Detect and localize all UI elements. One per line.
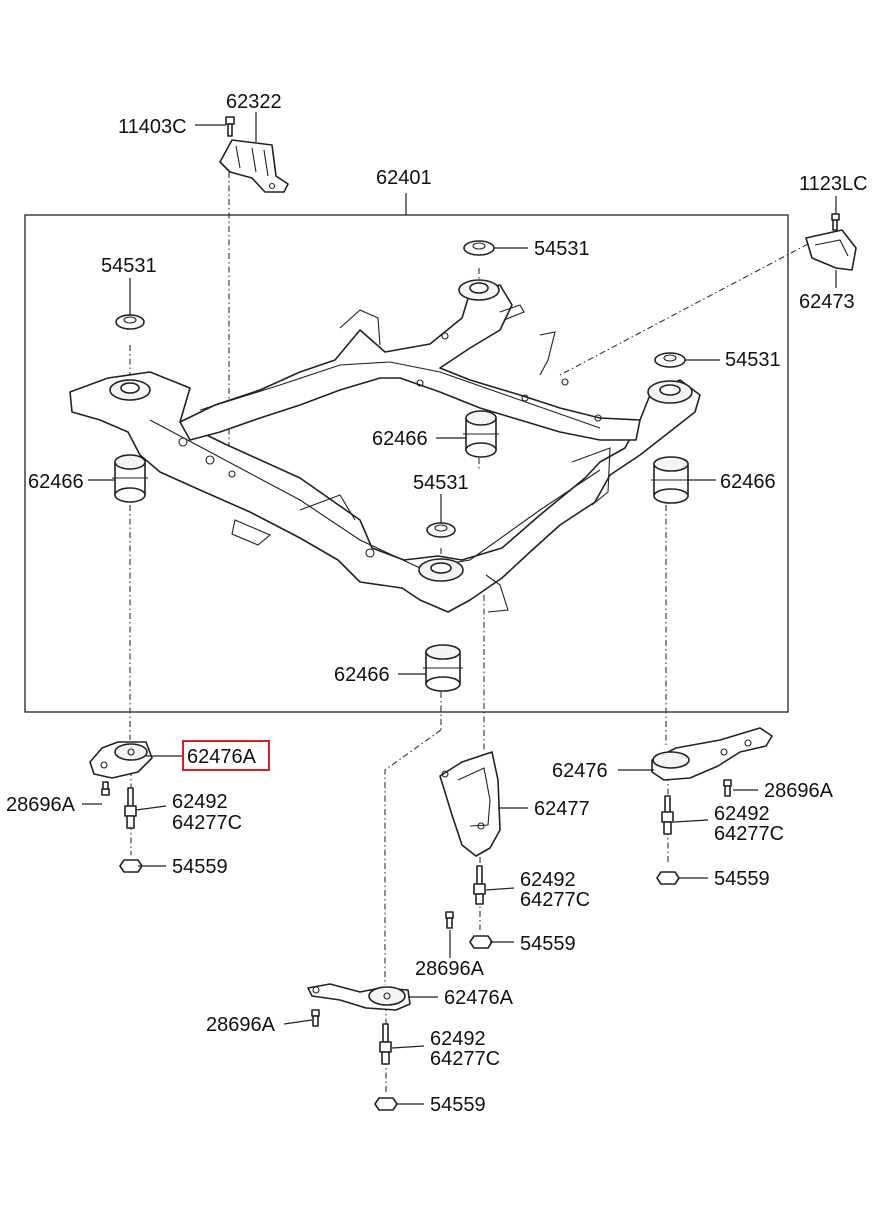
label-54559-mid[interactable]: 54559 <box>520 933 576 955</box>
washer-54531-left <box>115 314 145 330</box>
label-62322[interactable]: 62322 <box>226 91 282 113</box>
bolt-28696A-mid <box>445 911 454 929</box>
label-62401[interactable]: 62401 <box>376 167 432 189</box>
label-28696A-mid[interactable]: 28696A <box>415 958 485 980</box>
washer-54531-center <box>426 522 456 538</box>
nut-54559-bottom <box>374 1097 398 1111</box>
leader-lines <box>82 112 837 1105</box>
label-62466-center[interactable]: 62466 <box>372 428 428 450</box>
label-64277C-left[interactable]: 64277C <box>172 812 242 834</box>
label-54531-left[interactable]: 54531 <box>101 255 157 277</box>
nut-54559-mid <box>469 935 493 949</box>
bolt-28696A-left <box>101 781 110 796</box>
label-11403C[interactable]: 11403C <box>118 116 187 138</box>
label-64277C-bottom[interactable]: 64277C <box>430 1048 500 1070</box>
bolt-62492-mid <box>473 865 486 905</box>
bushing-62466-center <box>463 410 499 458</box>
label-62477[interactable]: 62477 <box>534 798 590 820</box>
bracket-62322 <box>219 139 289 193</box>
label-62466-left[interactable]: 62466 <box>28 471 84 493</box>
label-62473[interactable]: 62473 <box>799 291 855 313</box>
bolt-62492-bottom <box>379 1023 392 1065</box>
label-62492-bottom[interactable]: 62492 <box>430 1028 486 1050</box>
mount-62476A-bottom <box>307 983 411 1011</box>
bushing-62466-bottom <box>423 644 463 692</box>
bracket-62477 <box>439 751 501 857</box>
label-62466-right[interactable]: 62466 <box>720 471 776 493</box>
label-64277C-mid[interactable]: 64277C <box>520 889 590 911</box>
highlight-box-62476A <box>182 740 270 771</box>
label-62492-mid[interactable]: 62492 <box>520 869 576 891</box>
bolt-1123LC <box>831 213 840 231</box>
label-62466-bottom[interactable]: 62466 <box>334 664 390 686</box>
mount-62476A-left <box>89 741 153 779</box>
label-54559-right[interactable]: 54559 <box>714 868 770 890</box>
label-1123LC[interactable]: 1123LC <box>799 173 868 195</box>
label-62476A-bottom[interactable]: 62476A <box>444 987 514 1009</box>
subframe-62401 <box>69 279 701 613</box>
bolt-11403C <box>225 116 235 137</box>
bushing-62466-right <box>651 456 691 504</box>
label-28696A-bottom[interactable]: 28696A <box>206 1014 276 1036</box>
mount-62476-right <box>651 727 773 781</box>
label-62492-right[interactable]: 62492 <box>714 803 770 825</box>
washer-54531-right <box>654 352 686 368</box>
label-54559-left[interactable]: 54559 <box>172 856 228 878</box>
label-28696A-left[interactable]: 28696A <box>6 794 76 816</box>
washer-54531-top <box>463 240 495 256</box>
label-54559-bottom[interactable]: 54559 <box>430 1094 486 1116</box>
label-62476[interactable]: 62476 <box>552 760 608 782</box>
label-62492-left[interactable]: 62492 <box>172 791 228 813</box>
bolt-62492-right <box>661 795 674 835</box>
label-28696A-right[interactable]: 28696A <box>764 780 834 802</box>
nut-54559-left <box>119 859 143 873</box>
bushing-62466-left <box>112 454 148 503</box>
label-62476A-left[interactable]: 62476A <box>187 746 257 768</box>
bolt-28696A-right <box>723 779 732 797</box>
label-54531-right[interactable]: 54531 <box>725 349 781 371</box>
label-64277C-right[interactable]: 64277C <box>714 823 784 845</box>
bolt-62492-left <box>124 787 137 829</box>
label-54531-top[interactable]: 54531 <box>534 238 590 260</box>
label-54531-center[interactable]: 54531 <box>413 472 469 494</box>
bracket-62473 <box>805 229 857 271</box>
bolt-28696A-bottom <box>311 1009 320 1027</box>
nut-54559-right <box>656 871 680 885</box>
